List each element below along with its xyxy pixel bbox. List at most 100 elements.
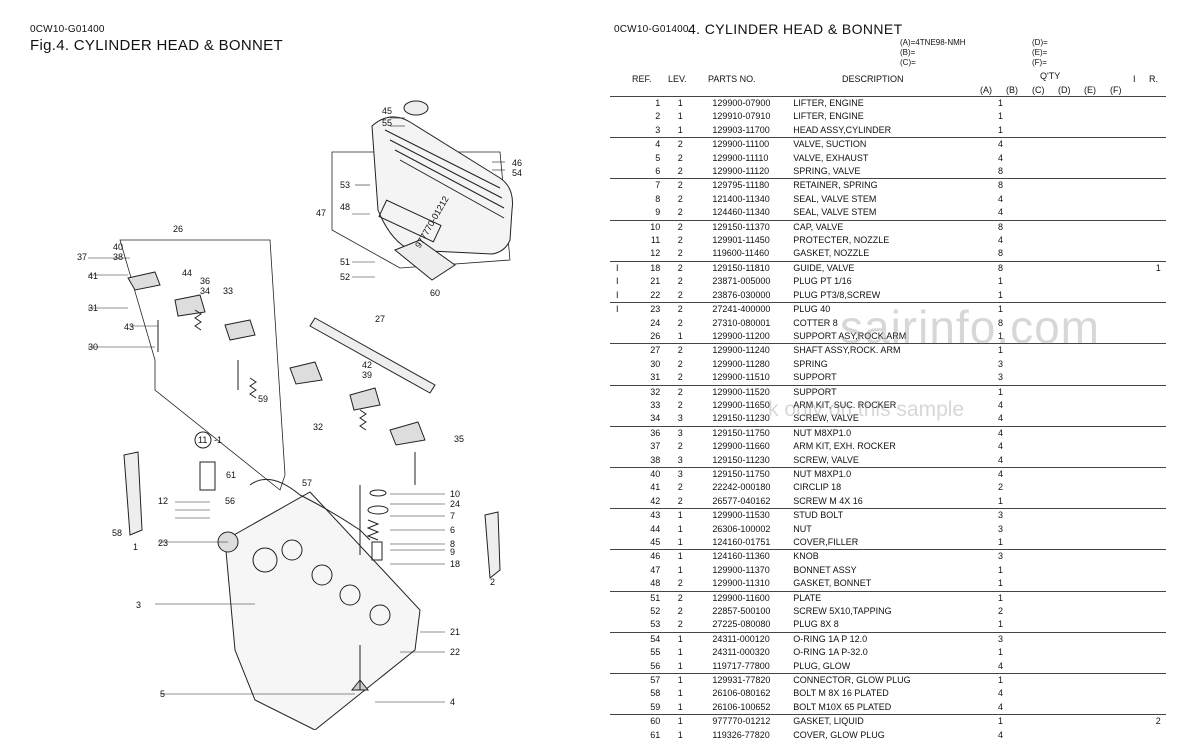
ref-no: 58 <box>650 688 661 699</box>
change-mark <box>610 219 641 235</box>
interchange <box>1135 605 1150 618</box>
qty-f <box>1110 384 1136 399</box>
level: 2 <box>677 248 683 259</box>
ref-no: 42 <box>650 495 661 506</box>
qty-f <box>1110 219 1136 235</box>
qty-a: 1 <box>997 647 1003 658</box>
interchange <box>1135 384 1151 399</box>
callout: 12 <box>158 496 168 506</box>
qty-b <box>1012 646 1037 659</box>
qty-f <box>1111 618 1136 632</box>
qty-a: 1 <box>988 384 1012 399</box>
interchange <box>1135 330 1150 344</box>
qty-e <box>1085 178 1111 193</box>
qty-d <box>1061 165 1086 179</box>
ref-no: 54 <box>640 631 661 647</box>
qty-e <box>1086 454 1111 468</box>
qty-d <box>1061 564 1086 577</box>
callout: 47 <box>316 208 326 218</box>
part-number: 129900-11520 <box>700 384 792 399</box>
qty-f <box>1111 729 1136 742</box>
table-header: REF. LEV. PARTS NO. DESCRIPTION Q'TY (A)… <box>608 70 1168 96</box>
interchange <box>1135 425 1151 441</box>
ref-no: 51 <box>640 590 661 606</box>
level: 2 <box>677 166 683 177</box>
part-number: 23871-005000 <box>712 276 771 287</box>
qty-a: 4 <box>997 413 1003 424</box>
level: 1 <box>677 111 683 122</box>
qty-a: 1 <box>997 289 1003 300</box>
change-mark <box>610 618 641 632</box>
qty-b <box>1012 137 1037 152</box>
description: ARM KIT, SUC. ROCKER <box>793 399 897 410</box>
ref-no: 40 <box>640 466 661 482</box>
part-number: 129900-11100 <box>700 137 792 152</box>
change-mark <box>610 577 641 591</box>
level: 2 <box>677 619 683 630</box>
qty-b <box>1012 206 1037 220</box>
qty-f <box>1111 275 1136 288</box>
qty-f <box>1111 124 1136 138</box>
page-code: 0CW10-G01400 <box>30 24 105 35</box>
callout: 46 <box>512 158 522 168</box>
ref-no: 57 <box>640 673 661 688</box>
remarks <box>1150 536 1166 550</box>
qty-d <box>1061 646 1086 659</box>
description: PROTECTER, NOZZLE <box>793 235 890 246</box>
qty-d <box>1061 618 1086 632</box>
part-number: 119600-11460 <box>712 248 770 259</box>
qty-c <box>1037 275 1062 288</box>
part-number: 27225-080080 <box>712 619 771 630</box>
description: BOLT M10X 65 PLATED <box>793 701 892 712</box>
model-f: (F)= <box>1032 58 1047 67</box>
qty-d <box>1061 495 1086 509</box>
part-number: 26106-080162 <box>712 688 771 699</box>
ref-no: 33 <box>650 399 661 410</box>
level: 1 <box>677 660 683 671</box>
level: 2 <box>677 495 683 506</box>
level: 2 <box>660 137 701 152</box>
qty-c <box>1037 124 1062 138</box>
qty-b <box>1012 618 1037 632</box>
description: SCREW M 4X 16 <box>793 495 863 506</box>
ref-no: 4 <box>640 137 661 152</box>
change-mark <box>610 330 641 344</box>
level: 2 <box>677 235 683 246</box>
ref-no: 27 <box>640 343 661 358</box>
qty-d <box>1061 384 1086 399</box>
col-i: I <box>1133 74 1136 84</box>
qty-e <box>1086 330 1111 344</box>
change-mark <box>610 193 641 206</box>
qty-c <box>1037 481 1062 494</box>
part-number: 129900-11660 <box>712 441 770 452</box>
qty-f <box>1110 260 1136 276</box>
callout: 22 <box>450 647 460 657</box>
level: 3 <box>660 466 701 482</box>
qty-c <box>1037 618 1062 632</box>
qty-a: 4 <box>997 152 1003 163</box>
interchange <box>1135 124 1150 138</box>
qty-b <box>1012 165 1037 179</box>
callout: 8 <box>450 539 455 549</box>
qty-f <box>1111 371 1136 385</box>
qty-c <box>1036 219 1062 235</box>
qty-d <box>1061 399 1086 412</box>
interchange <box>1135 317 1150 330</box>
qty-c <box>1036 631 1062 647</box>
qty-e <box>1086 701 1111 715</box>
col-parts-no: PARTS NO. <box>708 74 756 84</box>
interchange <box>1135 564 1150 577</box>
qty-d <box>1061 523 1086 536</box>
description: PLUG 40 <box>791 302 989 317</box>
col-d: (D) <box>1058 85 1071 95</box>
